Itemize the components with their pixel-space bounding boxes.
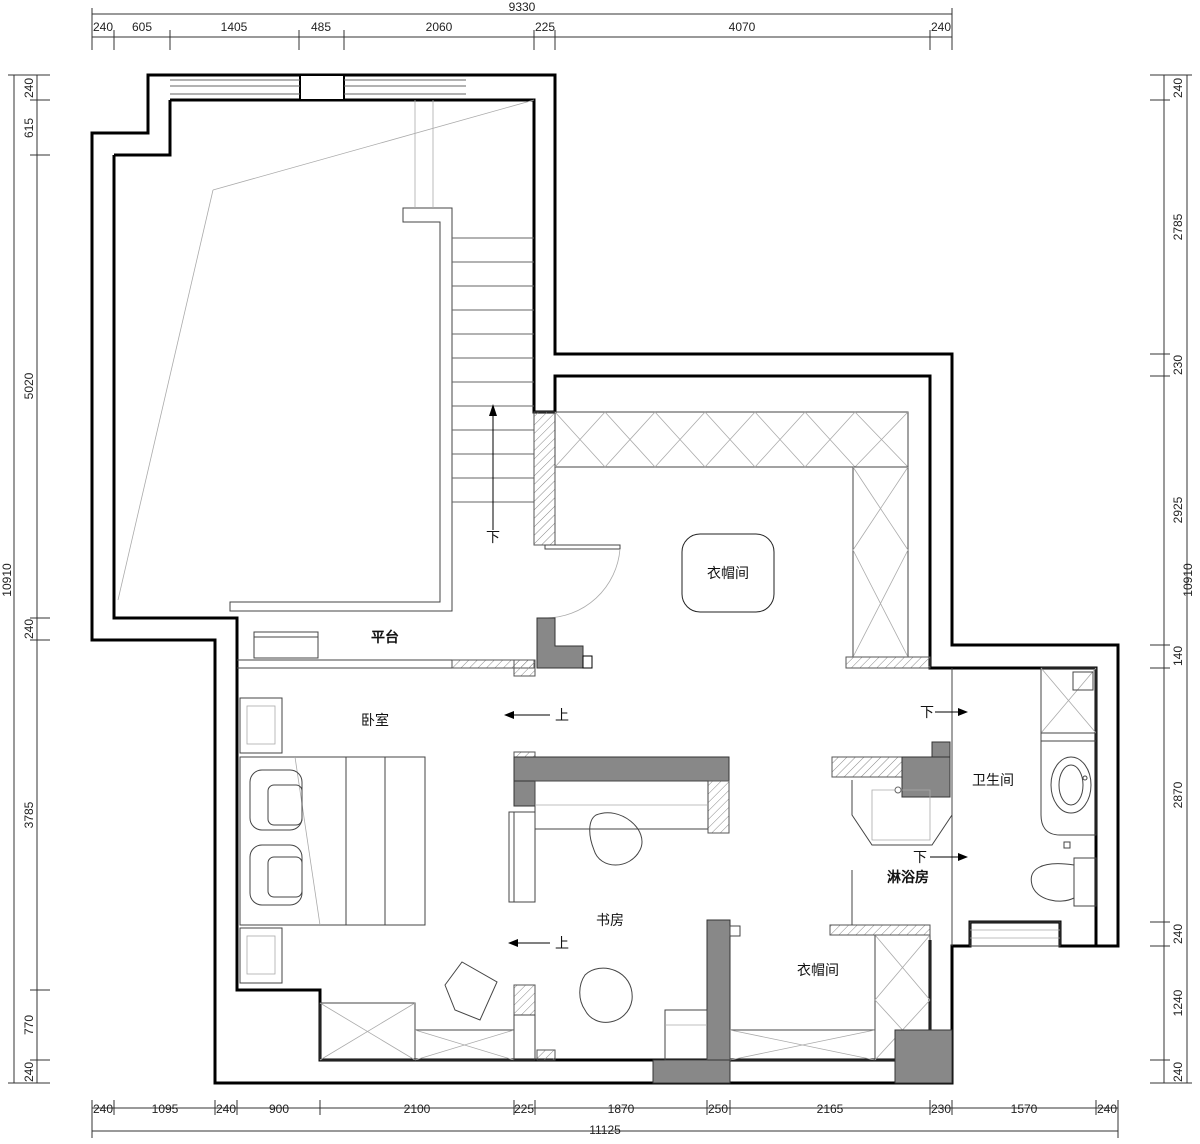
dim-bottom-7: 1870 (608, 1102, 635, 1116)
dim-top-7: 4070 (729, 20, 756, 34)
bedroom: 卧室 (239, 697, 536, 1016)
dim-top-total: 9330 (509, 0, 536, 14)
bathroom: 卫生间 (969, 667, 1097, 947)
dim-right-6: 2870 (1171, 781, 1185, 808)
dim-right-total: 10910 (1181, 563, 1195, 597)
dim-left-5: 3785 (22, 801, 36, 828)
up-arrow-1: 上 (504, 708, 569, 724)
dim-bottom-11: 1570 (1011, 1102, 1038, 1116)
door-stair (544, 544, 621, 619)
staircase: 下 (452, 237, 534, 546)
void-area (117, 99, 535, 612)
dimension-right: 240 2785 230 2925 140 2870 240 1240 240 … (1150, 74, 1195, 1084)
room-label-bedroom: 卧室 (361, 712, 389, 729)
dim-bottom-12: 240 (1097, 1102, 1117, 1116)
bedroom-wardrobe (319, 1002, 556, 1061)
dim-right-8: 1240 (1171, 989, 1185, 1016)
dim-left-3: 5020 (22, 372, 36, 399)
room-label-shower: 淋浴房 (887, 869, 929, 886)
shower: 淋浴房 (831, 668, 953, 946)
room-label-study: 书房 (596, 913, 624, 929)
dim-bottom-6: 225 (514, 1102, 534, 1116)
dim-left-1: 240 (22, 78, 36, 98)
dimension-left: 240 615 5020 240 3785 770 240 10910 (0, 74, 50, 1084)
down-arrow-2: 下 (913, 850, 968, 866)
dim-right-4: 2925 (1171, 496, 1185, 523)
dim-right-5: 140 (1171, 646, 1185, 666)
down-label-1: 下 (920, 705, 934, 721)
dim-top-3: 1405 (221, 20, 248, 34)
dim-right-2: 2785 (1171, 213, 1185, 240)
dim-top-5: 2060 (426, 20, 453, 34)
dim-right-3: 230 (1171, 355, 1185, 375)
room-label-wardrobe-top: 衣帽间 (707, 566, 749, 582)
stair-down-label: 下 (486, 530, 500, 546)
up-arrow-2: 上 (508, 936, 569, 952)
up-label-2: 上 (555, 936, 569, 952)
dim-bottom-3: 240 (216, 1102, 236, 1116)
dim-right-1: 240 (1171, 78, 1185, 98)
dim-right-7: 240 (1171, 924, 1185, 944)
dim-bottom-1: 240 (93, 1102, 113, 1116)
dim-bottom-2: 1095 (152, 1102, 179, 1116)
dim-right-9: 240 (1171, 1062, 1185, 1082)
terrace: 平台 (237, 617, 593, 677)
dimension-top: 9330 240 605 1405 485 2060 225 4070 240 (91, 0, 953, 50)
down-label-2: 下 (913, 850, 927, 866)
room-label-terrace: 平台 (371, 629, 399, 646)
outer-walls (90, 73, 1120, 1085)
dim-top-4: 485 (311, 20, 331, 34)
wardrobe-bottom: 衣帽间 (729, 924, 953, 1084)
dim-bottom-5: 2100 (404, 1102, 431, 1116)
room-label-wardrobe-bottom: 衣帽间 (797, 963, 839, 979)
wardrobe-top-cabinets: 衣帽间 (533, 411, 931, 669)
up-label-1: 上 (555, 708, 569, 724)
dim-top-1: 240 (93, 20, 113, 34)
dim-bottom-8: 250 (708, 1102, 728, 1116)
dim-top-6: 225 (535, 20, 555, 34)
dim-top-2: 605 (132, 20, 152, 34)
room-label-bathroom: 卫生间 (972, 773, 1014, 789)
dim-bottom-total: 11125 (589, 1123, 621, 1137)
dim-bottom-9: 2165 (817, 1102, 844, 1116)
dim-left-4: 240 (22, 619, 36, 639)
down-arrow-1: 下 (920, 705, 968, 721)
dim-bottom-10: 230 (931, 1102, 951, 1116)
dimension-bottom: 240 1095 240 900 2100 225 1870 250 2165 … (91, 1100, 1119, 1138)
dim-left-6: 770 (22, 1015, 36, 1035)
study: 书房 (444, 756, 741, 1084)
dim-bottom-4: 900 (269, 1102, 289, 1116)
dim-left-2: 615 (22, 118, 36, 138)
dim-left-7: 240 (22, 1062, 36, 1082)
dim-top-8: 240 (931, 20, 951, 34)
dim-left-total: 10910 (0, 563, 14, 597)
